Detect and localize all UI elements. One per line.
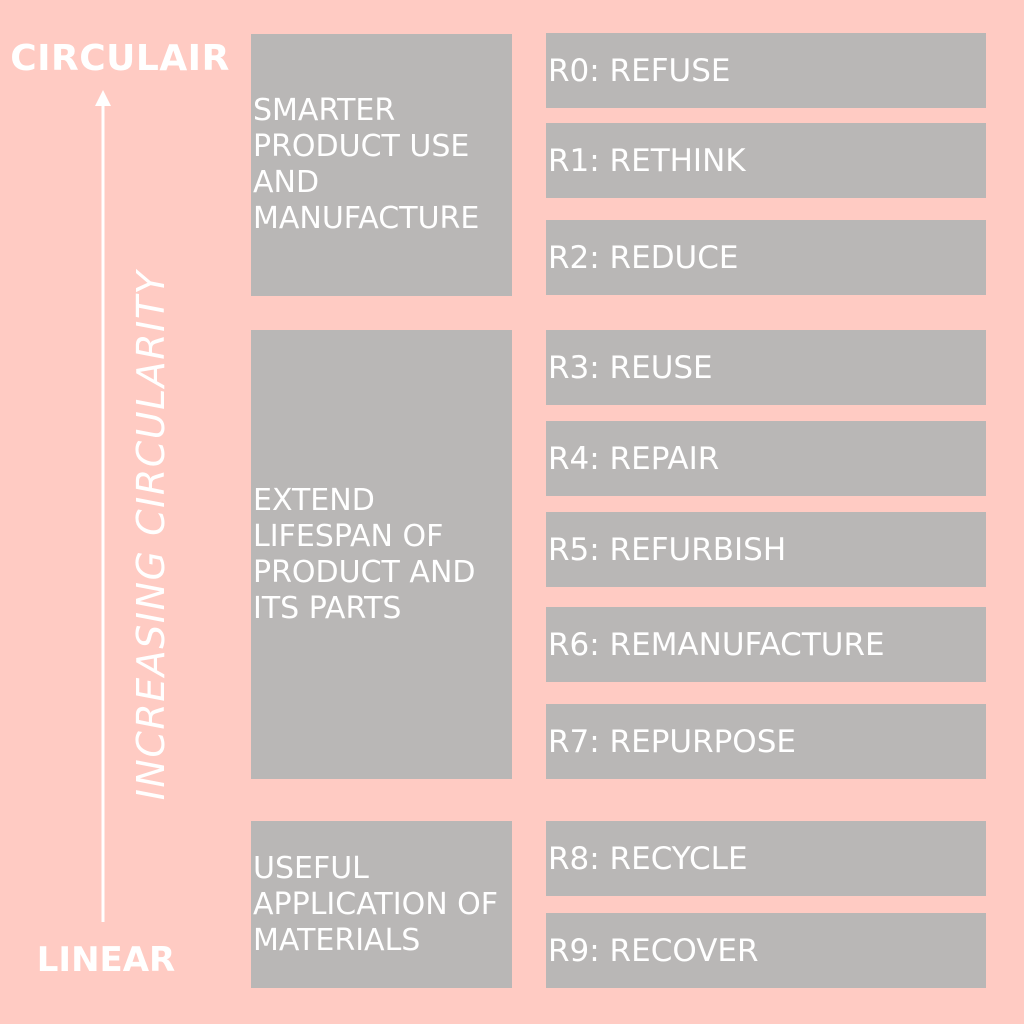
strategy-r3-reuse: R3: REUSE bbox=[546, 330, 986, 405]
group-useful-application: USEFUL APPLICATION OF MATERIALS bbox=[251, 821, 512, 988]
circular-end-label: CIRCULAIR bbox=[10, 38, 230, 79]
strategy-r0-refuse: R0: REFUSE bbox=[546, 33, 986, 108]
group-extend-lifespan: EXTEND LIFESPAN OF PRODUCT AND ITS PARTS bbox=[251, 330, 512, 779]
group-label: SMARTER PRODUCT USE AND MANUFACTURE bbox=[253, 93, 480, 236]
strategy-label: R9: RECOVER bbox=[548, 932, 759, 969]
strategy-r8-recycle: R8: RECYCLE bbox=[546, 821, 986, 896]
strategy-r4-repair: R4: REPAIR bbox=[546, 421, 986, 496]
group-smarter-product-use: SMARTER PRODUCT USE AND MANUFACTURE bbox=[251, 34, 512, 296]
strategy-r2-reduce: R2: REDUCE bbox=[546, 220, 986, 295]
strategy-label: R6: REMANUFACTURE bbox=[548, 626, 885, 663]
strategy-r1-rethink: R1: RETHINK bbox=[546, 123, 986, 198]
strategy-label: R7: REPURPOSE bbox=[548, 723, 796, 760]
strategy-label: R0: REFUSE bbox=[548, 52, 731, 89]
increasing-circularity-label: INCREASING CIRCULARITY bbox=[129, 269, 173, 801]
up-arrow-icon bbox=[95, 90, 111, 922]
strategy-label: R5: REFURBISH bbox=[548, 531, 787, 568]
strategy-label: R8: RECYCLE bbox=[548, 840, 748, 877]
strategy-label: R2: REDUCE bbox=[548, 239, 739, 276]
linear-end-label: LINEAR bbox=[36, 940, 176, 980]
strategy-label: R3: REUSE bbox=[548, 349, 713, 386]
strategy-r7-repurpose: R7: REPURPOSE bbox=[546, 704, 986, 779]
strategy-label: R1: RETHINK bbox=[548, 142, 746, 179]
strategy-r5-refurbish: R5: REFURBISH bbox=[546, 512, 986, 587]
strategy-r6-remanufacture: R6: REMANUFACTURE bbox=[546, 607, 986, 682]
strategy-r9-recover: R9: RECOVER bbox=[546, 913, 986, 988]
group-label: USEFUL APPLICATION OF MATERIALS bbox=[253, 850, 499, 958]
group-label: EXTEND LIFESPAN OF PRODUCT AND ITS PARTS bbox=[253, 482, 476, 626]
strategy-label: R4: REPAIR bbox=[548, 440, 720, 477]
